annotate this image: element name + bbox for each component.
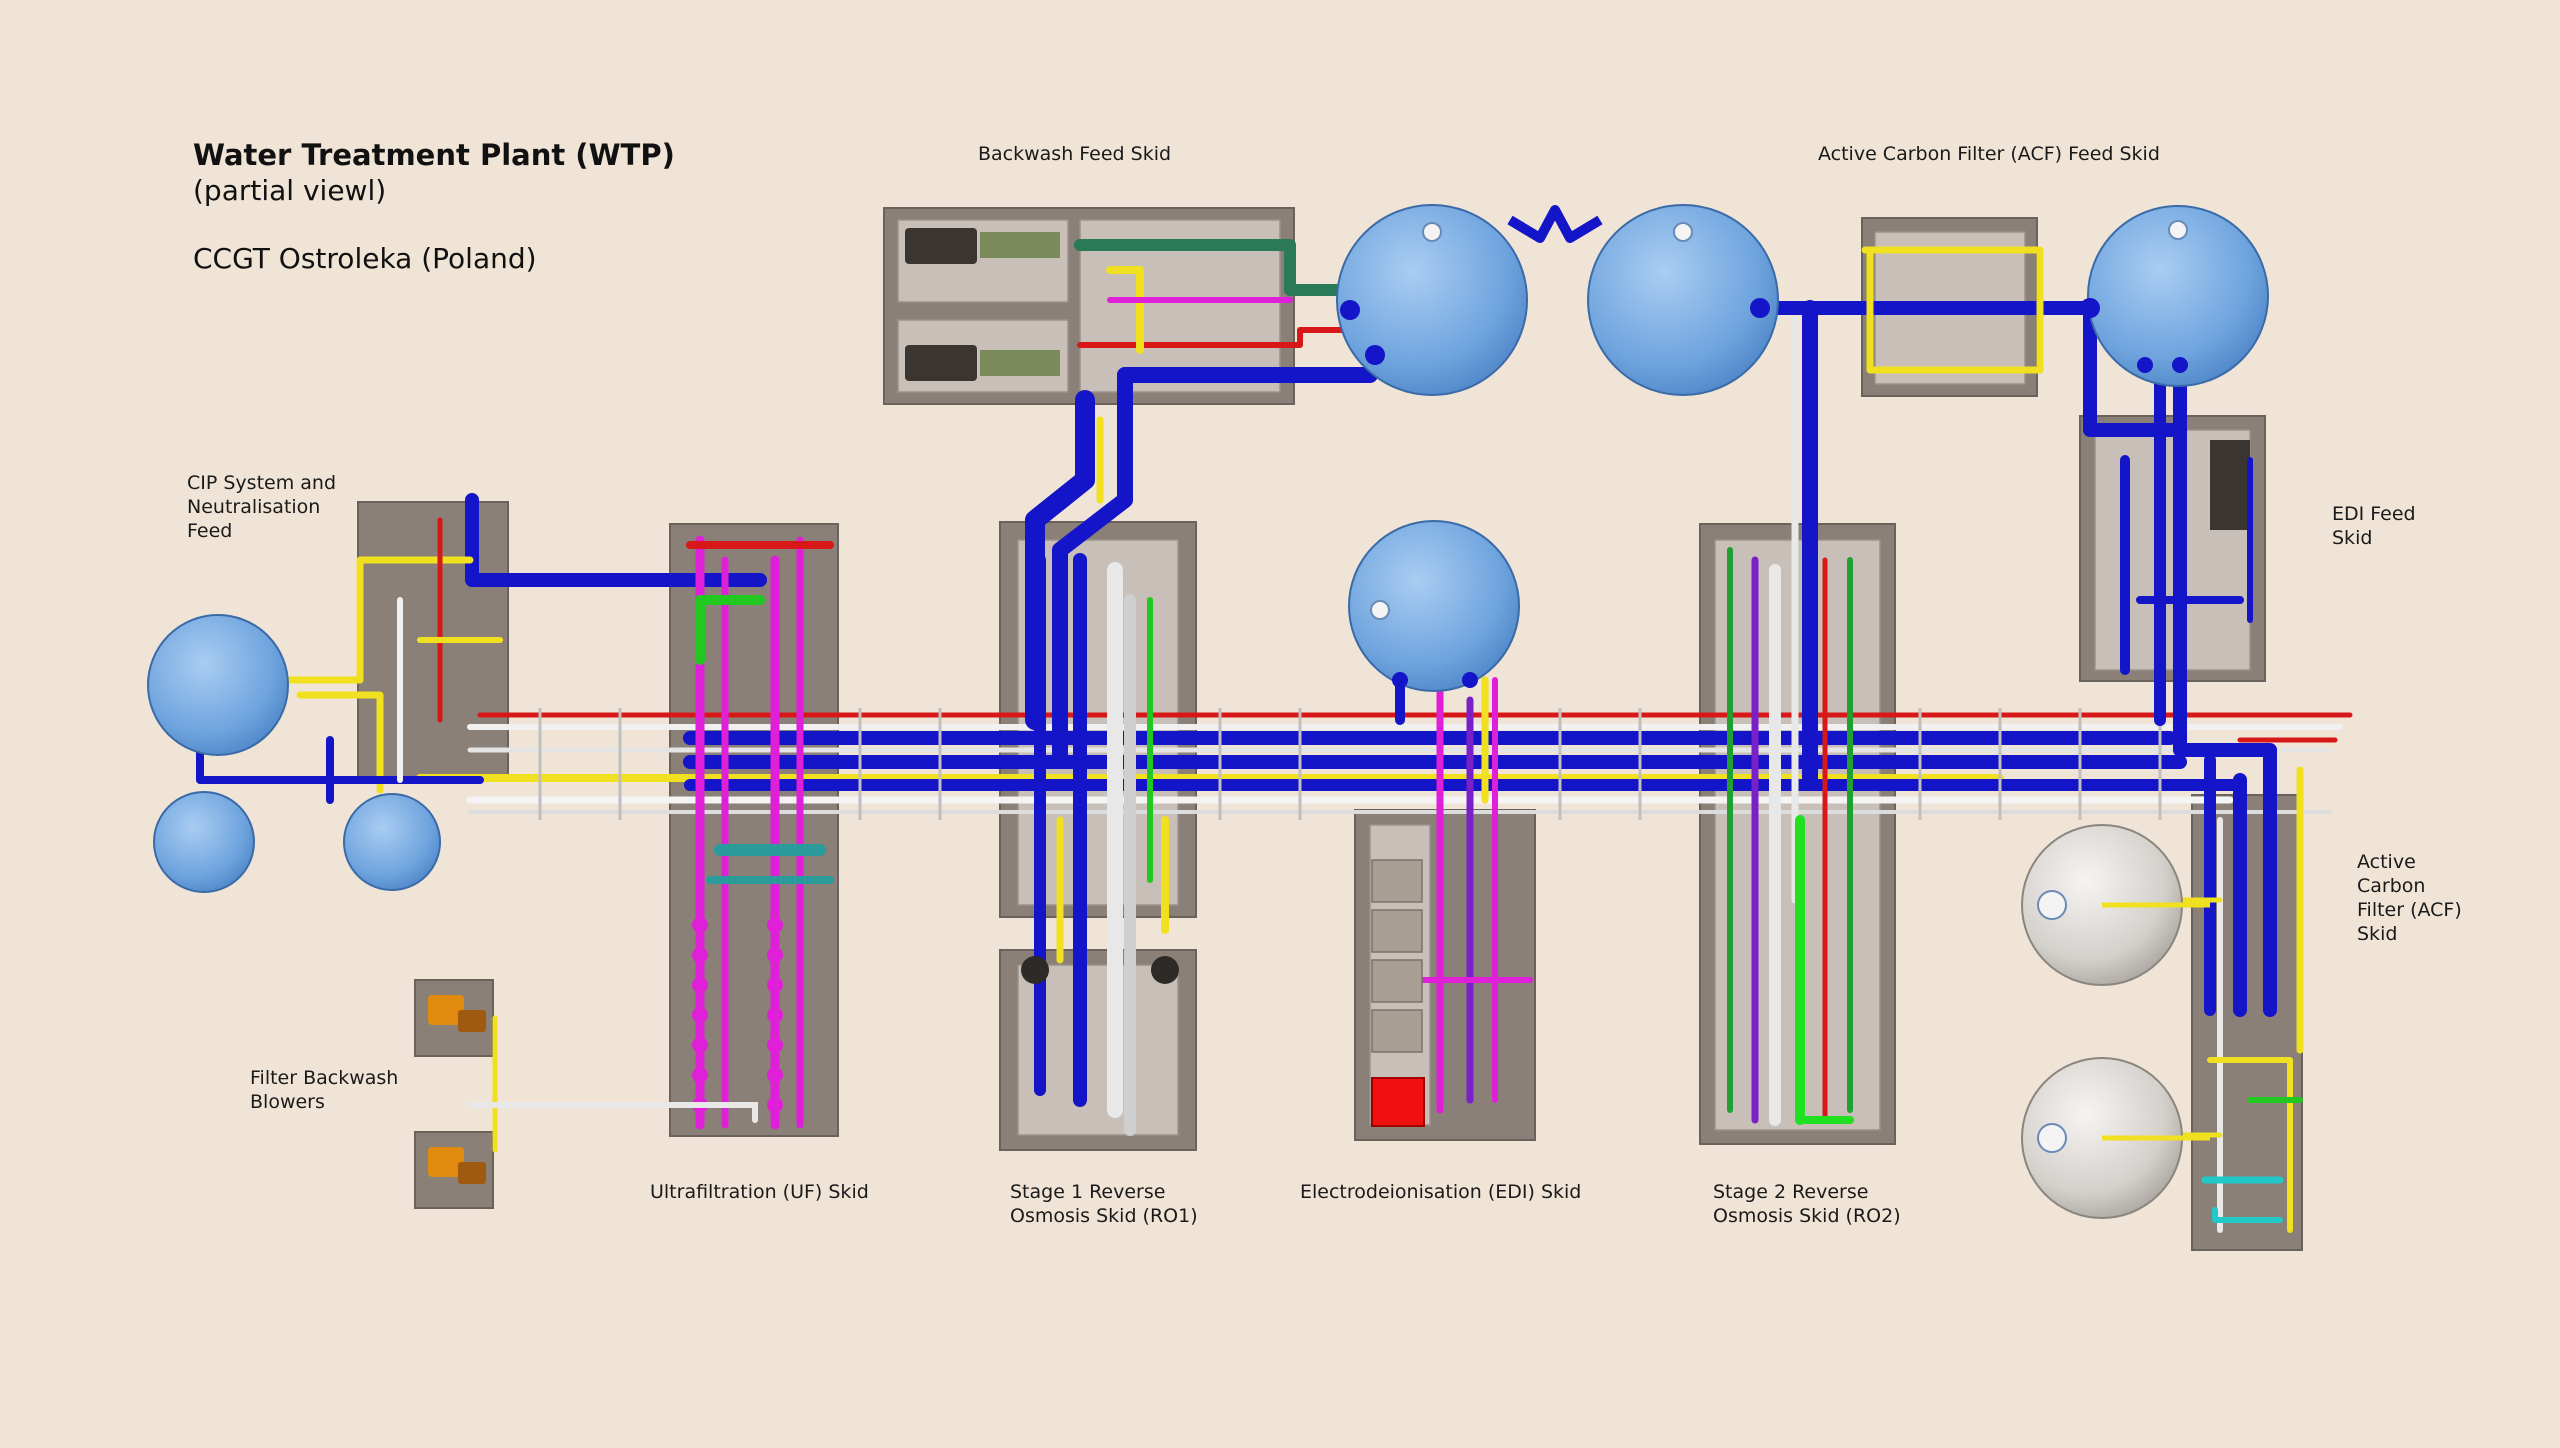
plant-title: Water Treatment Plant (WTP) (193, 138, 675, 172)
edi-control-panel (1371, 1077, 1425, 1127)
backwash-tank-2 (1587, 204, 1779, 396)
label-edi-feed-skid: EDI Feed Skid (2332, 503, 2416, 549)
edi-stacks (1371, 859, 1423, 1053)
tank-nozzles (1340, 298, 2188, 688)
blower-units (428, 995, 486, 1184)
label-ro2-skid: Stage 2 Reverse Osmosis Skid (RO2) (1713, 1181, 1901, 1227)
acf-feed-piping (1753, 246, 2277, 1017)
tanks-grey (2021, 824, 2183, 1219)
ro1-piping (1034, 553, 1169, 1136)
uf-piping (686, 535, 834, 1130)
cip-tank-small-1 (153, 791, 255, 893)
label-ro1-skid: Stage 1 Reverse Osmosis Skid (RO1) (1010, 1181, 1198, 1227)
tanks-blue (147, 204, 2269, 893)
label-edi-skid: Electrodeionisation (EDI) Skid (1300, 1181, 1582, 1203)
ro1-pumps (1021, 956, 1179, 984)
pipe-rack (416, 712, 2353, 814)
backwash-tank-1 (1336, 204, 1528, 396)
label-acf-feed-skid: Active Carbon Filter (ACF) Feed Skid (1818, 143, 2160, 165)
backwash-pumps (905, 228, 2250, 530)
tank-manways (1370, 220, 2188, 1153)
plant-subtitle: (partial viewl) (193, 174, 387, 207)
label-cip-system: CIP System and Neutralisation Feed (187, 472, 337, 542)
label-backwash-feed-skid: Backwash Feed Skid (978, 143, 1172, 165)
backwash-piping (1025, 239, 1378, 768)
label-uf-skid: Ultrafiltration (UF) Skid (650, 1181, 869, 1203)
label-filter-backwash-blowers: Filter Backwash Blowers (250, 1067, 399, 1113)
rack-supports (538, 708, 2162, 820)
plant-site: CCGT Ostroleka (Poland) (193, 242, 537, 275)
label-acf-skid: Active Carbon Filter (ACF) Skid (2357, 851, 2462, 945)
cip-tank-large (147, 614, 289, 756)
cip-tank-small-2 (343, 793, 441, 891)
skid-details (897, 219, 2251, 1136)
tank-connector (1507, 205, 1603, 243)
ro2-piping (1727, 547, 1854, 1126)
acf-vessel-outlets (2102, 902, 2210, 1141)
blower-piping (467, 1015, 758, 1153)
acf-feed-tank (2087, 205, 2269, 387)
edi-feed-tank (1348, 520, 1520, 692)
uf-modules (692, 917, 783, 1113)
